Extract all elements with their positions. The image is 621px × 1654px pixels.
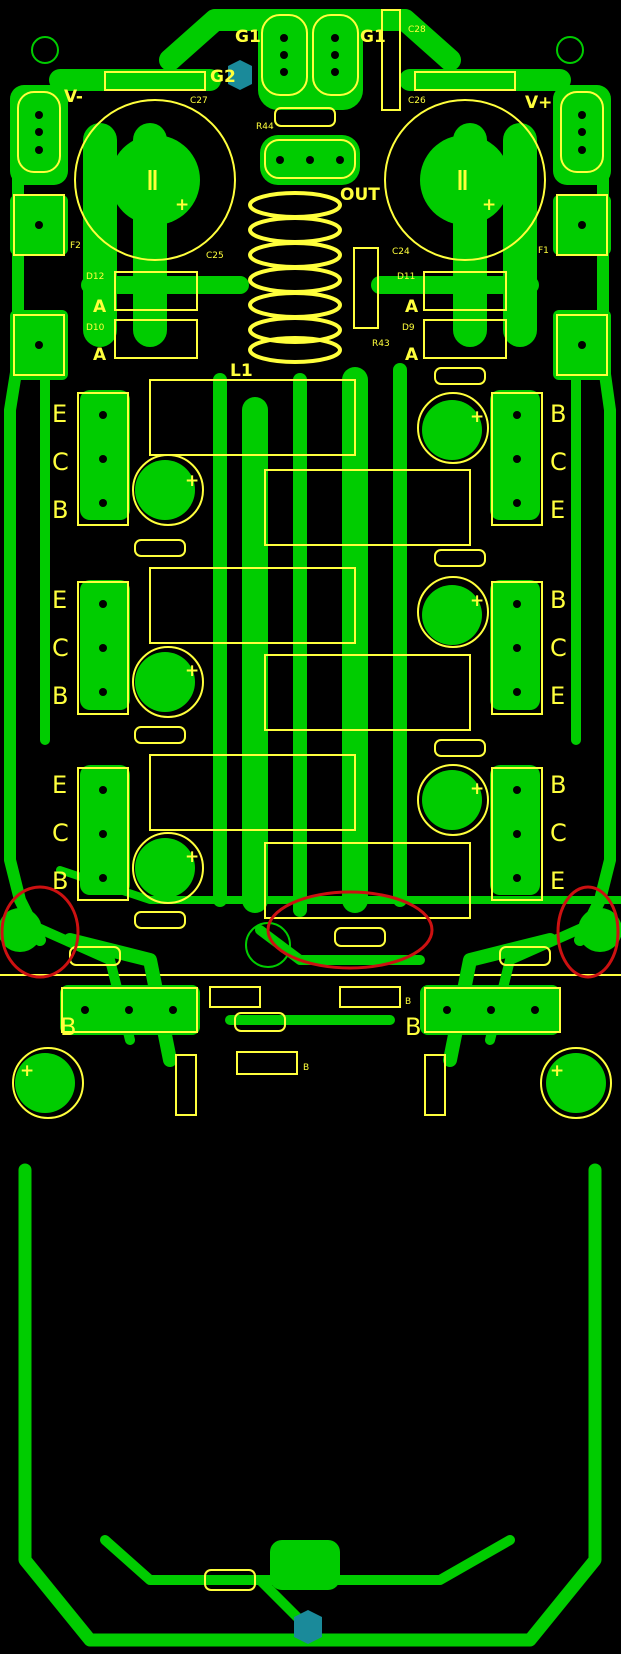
label-b-right-3: B — [550, 771, 566, 799]
label-a-2: A — [93, 345, 107, 365]
label-d12: D12 — [86, 272, 104, 282]
label-plus-1: + — [185, 471, 199, 491]
label-c25: C25 — [206, 251, 224, 261]
silkscreen-labels: G1 G1 G2 V- V+ OUT L1 C28 C27 C26 C25 C2… — [20, 25, 567, 1081]
label-e-left-3: E — [52, 771, 67, 799]
label-c-left-3: C — [52, 819, 69, 847]
label-plus-3: + — [185, 847, 199, 867]
label-c-right-2: C — [550, 634, 567, 662]
label-e-right-2: E — [550, 682, 565, 710]
label-g1-right: G1 — [360, 27, 386, 47]
label-d9: D9 — [402, 323, 415, 333]
highlight-annotations — [0, 885, 620, 979]
label-c24: C24 — [392, 247, 410, 257]
label-b-right-2: B — [550, 586, 566, 614]
label-c26: C26 — [408, 96, 426, 106]
label-out: OUT — [340, 185, 380, 205]
label-plus-5: + — [470, 591, 484, 611]
highlight-center — [266, 890, 434, 970]
label-g1-left: G1 — [235, 27, 261, 47]
label-a-4: A — [405, 345, 419, 365]
label-f1: F1 — [538, 246, 549, 256]
label-b-left-3: B — [52, 867, 68, 895]
label-plus-4: + — [470, 407, 484, 427]
label-plus-7: + — [20, 1061, 34, 1081]
label-g2: G2 — [210, 67, 236, 87]
label-plus-8: + — [550, 1061, 564, 1081]
label-b-small-2: B — [303, 1063, 309, 1073]
label-c-left-2: C — [52, 634, 69, 662]
label-e-left-1: E — [52, 400, 67, 428]
label-b-lower-left: B — [60, 1013, 76, 1041]
bottom-via — [294, 1610, 322, 1644]
label-d11: D11 — [397, 272, 415, 282]
label-c-right-3: C — [550, 819, 567, 847]
label-plus-c26: + — [482, 195, 496, 215]
label-e-right-1: E — [550, 496, 565, 524]
g2-via — [228, 60, 252, 90]
label-c28: C28 — [408, 25, 426, 35]
label-v-minus: V- — [64, 87, 83, 107]
highlight-right — [556, 885, 620, 979]
label-e-right-3: E — [550, 867, 565, 895]
label-b-left-2: B — [52, 682, 68, 710]
label-b-right-1: B — [550, 400, 566, 428]
pad-holes — [35, 34, 586, 1014]
label-plus-6: + — [470, 779, 484, 799]
silkscreen-layer — [12, 9, 612, 1591]
label-r44: R44 — [256, 122, 274, 132]
label-c-left-1: C — [52, 448, 69, 476]
label-b-left-1: B — [52, 496, 68, 524]
label-b-lower-right: B — [405, 1013, 421, 1041]
label-plus-2: + — [185, 661, 199, 681]
via-markers — [228, 60, 322, 1644]
label-f2: F2 — [70, 241, 81, 251]
label-plus-c27: + — [175, 195, 189, 215]
label-a-1: A — [93, 297, 107, 317]
highlight-left — [0, 885, 80, 979]
label-l1: L1 — [230, 361, 253, 381]
label-d10: D10 — [86, 323, 105, 333]
label-r43: R43 — [372, 339, 390, 349]
label-e-left-2: E — [52, 586, 67, 614]
label-b-small-1: B — [405, 997, 411, 1007]
label-a-3: A — [405, 297, 419, 317]
label-v-plus: V+ — [525, 93, 552, 113]
label-c27: C27 — [190, 96, 208, 106]
label-c-right-1: C — [550, 448, 567, 476]
